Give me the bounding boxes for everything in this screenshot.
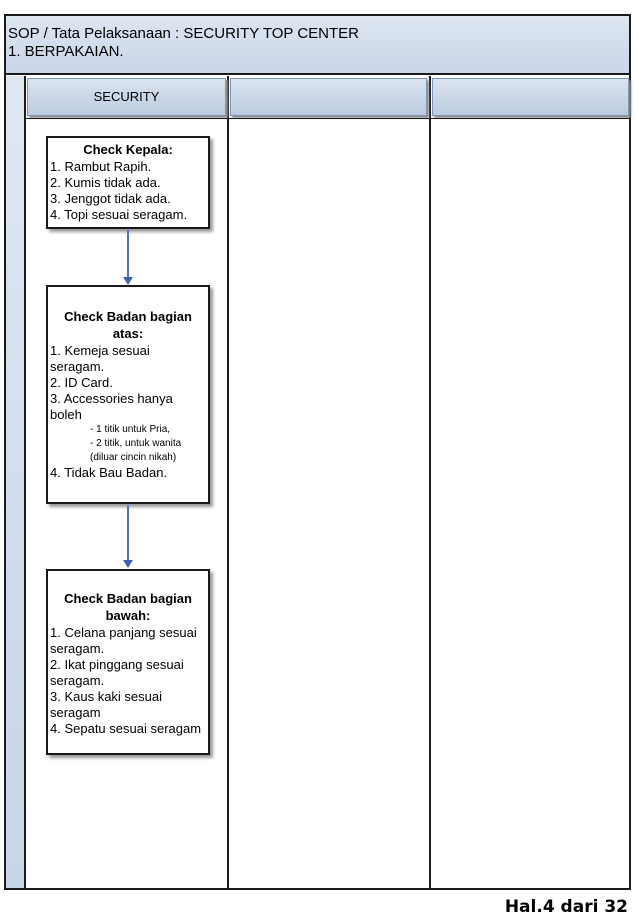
step-check-badan-atas: Check Badan bagian atas: 1. Kemeja sesua…: [46, 285, 210, 504]
step-item: 4. Sepatu sesuai seragam: [50, 721, 202, 736]
step-item: seragam.: [50, 673, 105, 688]
lane-divider-2: [429, 76, 431, 888]
arrow-head-icon: [123, 277, 133, 285]
step-title-cont: atas:: [112, 326, 144, 341]
step-check-badan-bawah: Check Badan bagian bawah: 1. Celana panj…: [46, 569, 210, 755]
step-item: seragam.: [50, 641, 105, 656]
step-item: 3. Jenggot tidak ada.: [50, 191, 171, 206]
page-number: Hal.4 dari 32: [504, 897, 628, 917]
step-check-kepala: Check Kepala: 1. Rambut Rapih. 2. Kumis …: [46, 136, 210, 229]
step-item: 1. Celana panjang sesuai: [50, 625, 197, 640]
step-item: 1. Rambut Rapih.: [50, 159, 152, 174]
sop-title: SOP / Tata Pelaksanaan : SECURITY TOP CE…: [8, 25, 359, 42]
left-strip: [6, 76, 26, 888]
sop-frame: [4, 14, 631, 890]
lane-header-3: [432, 78, 629, 116]
step-item: boleh: [50, 407, 82, 422]
step-item: seragam.: [50, 359, 105, 374]
flow-arrow-1: [127, 230, 129, 278]
header-bar: SOP / Tata Pelaksanaan : SECURITY TOP CE…: [6, 16, 629, 75]
step-item: 3. Accessories hanya: [50, 391, 173, 406]
step-title: Check Kepala:: [83, 142, 173, 157]
step-item: 2. Kumis tidak ada.: [50, 175, 161, 190]
step-item: 1. Kemeja sesuai: [50, 343, 150, 358]
step-sub-item: - 1 titik untuk Pria,: [90, 424, 171, 435]
step-item: 4. Topi sesuai seragam.: [50, 207, 188, 222]
step-item: 4. Tidak Bau Badan.: [50, 465, 168, 480]
step-item: seragam: [50, 705, 101, 720]
step-title-cont: bawah:: [105, 608, 151, 623]
lane-header-2: [230, 78, 427, 116]
step-title: Check Badan bagian: [64, 591, 192, 606]
lane-header-security: SECURITY: [27, 78, 226, 116]
sop-section: 1. BERPAKAIAN.: [8, 43, 124, 60]
lane-header-line: [26, 118, 629, 119]
lane-divider-1: [227, 76, 229, 888]
step-sub-item: (diluar cincin nikah): [90, 452, 177, 463]
arrow-head-icon: [123, 560, 133, 568]
flow-arrow-2: [127, 505, 129, 561]
step-sub-item: - 2 titik, untuk wanita: [90, 438, 182, 449]
step-item: 3. Kaus kaki sesuai: [50, 689, 163, 704]
step-item: 2. ID Card.: [50, 375, 113, 390]
step-item: 2. Ikat pinggang sesuai: [50, 657, 184, 672]
step-title: Check Badan bagian: [64, 309, 192, 324]
